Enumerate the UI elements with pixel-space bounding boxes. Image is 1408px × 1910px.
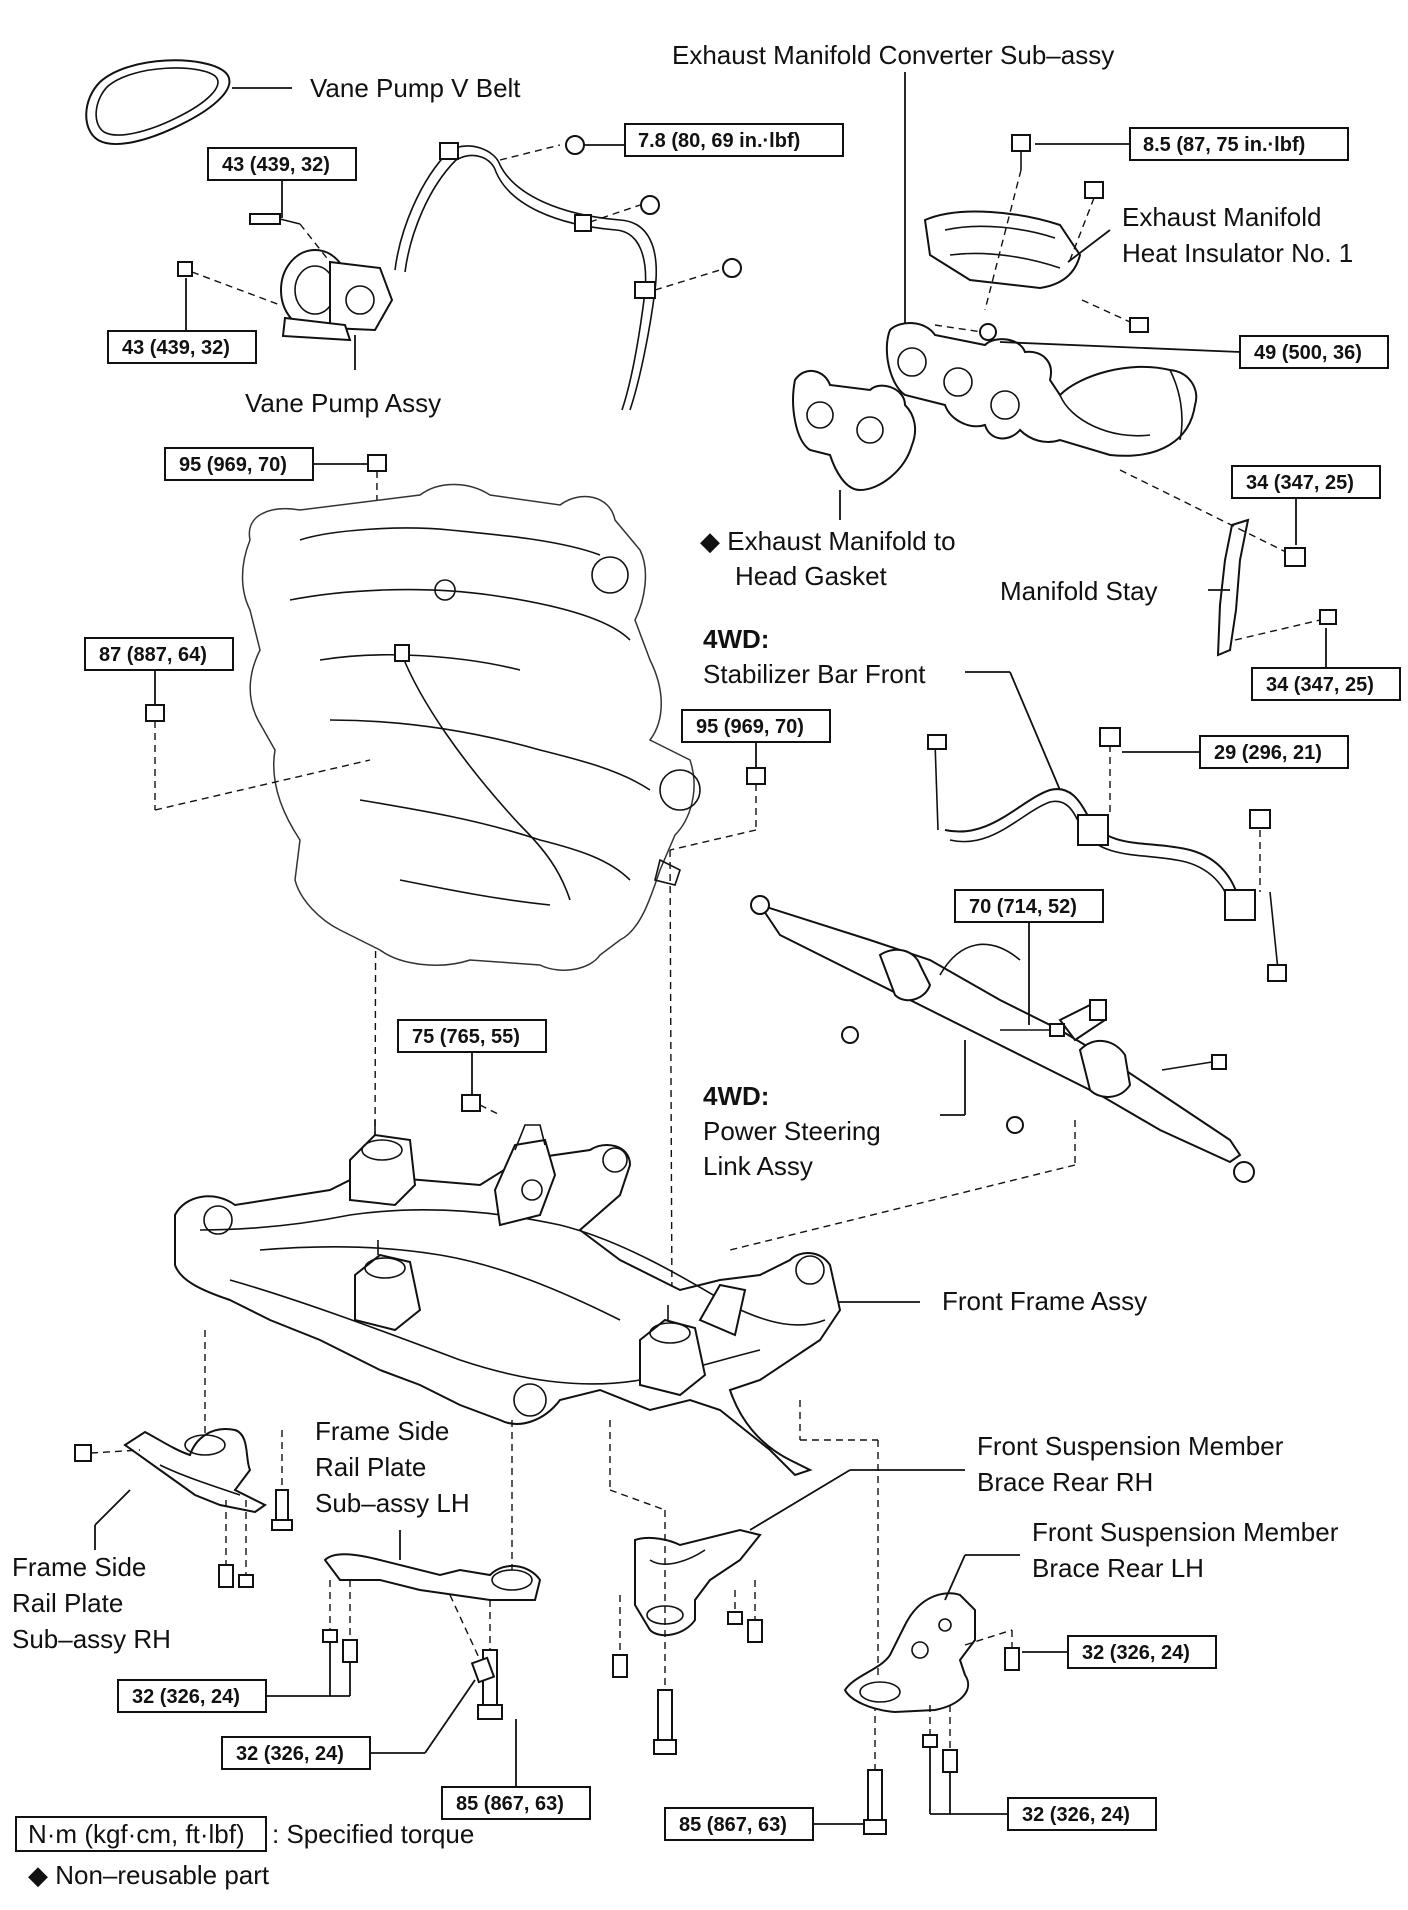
svg-text:34 (347, 25): 34 (347, 25) xyxy=(1246,472,1354,494)
label-heat-insulator-1: Exhaust Manifold xyxy=(1122,202,1321,232)
svg-text:43 (439, 32): 43 (439, 32) xyxy=(222,154,330,176)
svg-text:70 (714, 52): 70 (714, 52) xyxy=(969,896,1077,918)
leader-heat-insulator xyxy=(1067,229,1111,263)
frame-side-rail-plate-rh xyxy=(74,1330,293,1588)
label-front-frame: Front Frame Assy xyxy=(942,1286,1147,1316)
label-rail-rh-3: Sub–assy RH xyxy=(12,1624,171,1654)
torque-box-stabilizer-bolt: 29 (296, 21) xyxy=(1122,735,1349,769)
svg-text:8.5 (87, 75 in.·lbf): 8.5 (87, 75 in.·lbf) xyxy=(1143,134,1305,156)
front-suspension-member-brace-rear-rh xyxy=(609,1420,965,1755)
exhaust-manifold-gasket xyxy=(792,370,917,520)
torque-box-rail-bolts: 32 (326, 24) xyxy=(117,1642,351,1713)
label-rail-rh-1: Frame Side xyxy=(12,1552,146,1582)
svg-text:85 (867, 63): 85 (867, 63) xyxy=(456,1793,564,1815)
pressure-feed-pipe xyxy=(394,135,742,411)
front-suspension-member-brace-rear-lh xyxy=(799,1400,1020,1773)
torque-box-rail-long-bolt: 85 (867, 63) xyxy=(441,1719,591,1820)
torque-box-brace-lh-bolt: 32 (326, 24) xyxy=(1022,1635,1217,1669)
torque-box-insulator-bolt: 8.5 (87, 75 in.·lbf) xyxy=(984,127,1349,333)
manifold-stay xyxy=(1119,469,1337,657)
legend-non-reusable: ◆ Non–reusable part xyxy=(28,1860,270,1890)
vane-pump-assy xyxy=(177,213,394,370)
label-heat-insulator-2: Heat Insulator No. 1 xyxy=(1122,238,1353,268)
svg-text:7.8 (80, 69 in.·lbf): 7.8 (80, 69 in.·lbf) xyxy=(638,130,800,152)
front-frame-assy xyxy=(174,1120,842,1477)
svg-text:87 (887, 64): 87 (887, 64) xyxy=(99,644,207,666)
torque-box-pipe-nut: 7.8 (80, 69 in.·lbf) xyxy=(624,123,844,157)
torque-box-brace-rh-long-bolt: 85 (867, 63) xyxy=(664,1680,887,1841)
label-gasket-1: ◆ Exhaust Manifold to xyxy=(700,526,956,556)
exhaust-manifold-converter-body xyxy=(885,322,1198,457)
torque-box-steering-bolt: 70 (714, 52) xyxy=(729,889,1227,1251)
non-reusable-diamond-icon: ◆ xyxy=(28,1860,48,1890)
leader-stabilizer-2 xyxy=(1009,671,1061,791)
svg-text:75 (765, 55): 75 (765, 55) xyxy=(412,1026,520,1048)
legend-unit-box xyxy=(15,1816,267,1852)
leader-rail-rh-2 xyxy=(94,1489,131,1526)
svg-text:29 (296, 21): 29 (296, 21) xyxy=(1214,742,1322,764)
svg-text:32 (326, 24): 32 (326, 24) xyxy=(236,1743,344,1765)
label-rail-lh-3: Sub–assy LH xyxy=(315,1488,470,1518)
stabilizer-bar-front xyxy=(927,727,1287,982)
label-brace-lh-2: Brace Rear LH xyxy=(1032,1553,1204,1583)
svg-text:32 (326, 24): 32 (326, 24) xyxy=(132,1686,240,1708)
label-steering-1: Power Steering xyxy=(703,1116,881,1146)
svg-text:85 (867, 63): 85 (867, 63) xyxy=(679,1814,787,1836)
svg-text:43 (439, 32): 43 (439, 32) xyxy=(122,337,230,359)
exhaust-manifold-heat-insulator xyxy=(923,210,1082,290)
label-rail-rh-2: Rail Plate xyxy=(12,1588,123,1618)
label-vane-pump-assy: Vane Pump Assy xyxy=(245,388,441,418)
vane-pump-v-belt xyxy=(85,59,292,146)
torque-box-manifold-nut: 49 (500, 36) xyxy=(934,323,1389,369)
label-rail-lh-2: Rail Plate xyxy=(315,1452,426,1482)
svg-text:95 (969, 70): 95 (969, 70) xyxy=(696,716,804,738)
label-brace-rh-1: Front Suspension Member xyxy=(977,1431,1284,1461)
legend-unit: N·m (kgf·cm, ft·lbf) xyxy=(28,1819,245,1849)
label-brace-rh-2: Brace Rear RH xyxy=(977,1467,1153,1497)
torque-box-stay-bolt: 34 (347, 25) xyxy=(1251,628,1401,701)
engine-assembly xyxy=(241,483,701,971)
svg-text:95 (969, 70): 95 (969, 70) xyxy=(179,454,287,476)
label-steering-4wd: 4WD: xyxy=(703,1081,769,1111)
torque-box-mount-right: 95 (969, 70) xyxy=(669,709,831,1311)
label-exhaust-manifold-converter: Exhaust Manifold Converter Sub–assy xyxy=(672,40,1114,70)
torque-box-pump-upper: 43 (439, 32) xyxy=(207,147,357,218)
label-gasket-2: Head Gasket xyxy=(735,561,888,591)
svg-text:49 (500, 36): 49 (500, 36) xyxy=(1254,342,1362,364)
label-steering-2: Link Assy xyxy=(703,1151,813,1181)
power-steering-link-assy xyxy=(750,895,1255,1183)
legend-unit-desc: : Specified torque xyxy=(272,1819,474,1849)
label-brace-lh-1: Front Suspension Member xyxy=(1032,1517,1339,1547)
svg-text:34 (347, 25): 34 (347, 25) xyxy=(1266,674,1374,696)
label-vane-pump-v-belt: Vane Pump V Belt xyxy=(310,73,521,103)
label-manifold-stay: Manifold Stay xyxy=(1000,576,1158,606)
svg-text:32 (326, 24): 32 (326, 24) xyxy=(1082,1642,1190,1664)
label-rail-lh-1: Frame Side xyxy=(315,1416,449,1446)
torque-box-brace-lh-bolts: 32 (326, 24) xyxy=(929,1747,1157,1831)
torque-box-pump-lower: 43 (439, 32) xyxy=(107,278,257,364)
torque-box-engine-left: 87 (887, 64) xyxy=(84,637,371,811)
frame-side-rail-plate-lh xyxy=(322,1420,542,1720)
legend: N·m (kgf·cm, ft·lbf) : Specified torque … xyxy=(15,1816,474,1890)
torque-box-frame-mount: 75 (765, 55) xyxy=(397,1019,547,1116)
label-stabilizer-4wd: 4WD: xyxy=(703,624,769,654)
svg-text:32 (326, 24): 32 (326, 24) xyxy=(1022,1804,1130,1826)
torque-box-stay-nut: 34 (347, 25) xyxy=(1231,465,1381,545)
torque-box-rail-bolt-center: 32 (326, 24) xyxy=(221,1679,476,1770)
label-stabilizer: Stabilizer Bar Front xyxy=(703,659,926,689)
